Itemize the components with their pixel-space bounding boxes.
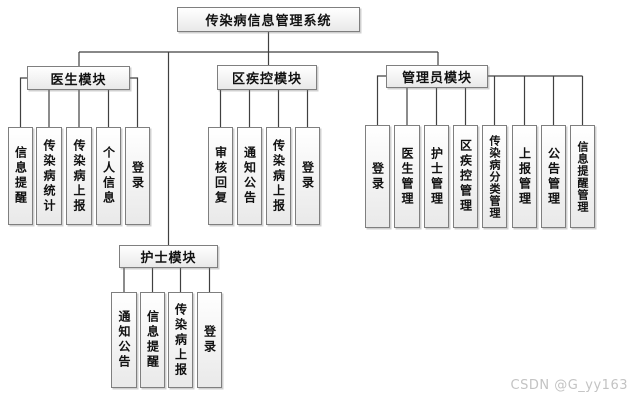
leaf-doctor-personal-info: 个人信息 [96,127,121,225]
root-node-title: 传染病信息管理系统 [177,7,360,32]
leaf-admin-info-reminder-mgmt: 信息提醒管理 [570,125,595,228]
leaf-cdc-notice: 通知公告 [237,127,262,225]
module-doctor: 医生模块 [27,66,130,90]
leaf-admin-cdc-mgmt: 区疾控管理 [453,125,478,228]
leaf-doctor-disease-statistics: 传染病统计 [36,127,62,225]
leaf-admin-login: 登录 [365,125,390,228]
module-admin: 管理员模块 [386,65,488,88]
leaf-nurse-disease-report: 传染病上报 [168,292,193,388]
module-cdc: 区疾控模块 [217,65,317,90]
module-nurse: 护士模块 [119,245,218,268]
leaf-doctor-info-reminder: 信息提醒 [8,127,33,225]
leaf-admin-nurse-mgmt: 护士管理 [424,125,449,228]
leaf-admin-disease-category-mgmt: 传染病分类管理 [482,125,507,228]
leaf-cdc-review-reply: 审核回复 [208,127,233,225]
leaf-cdc-disease-report: 传染病上报 [266,127,291,225]
leaf-admin-report-mgmt: 上报管理 [512,125,537,228]
leaf-admin-doctor-mgmt: 医生管理 [394,125,420,228]
leaf-admin-announcement-mgmt: 公告管理 [541,125,566,228]
csdn-watermark: CSDN @G_yy163 [510,378,628,393]
leaf-doctor-login: 登录 [125,127,150,225]
leaf-doctor-disease-report: 传染病上报 [66,127,92,225]
leaf-cdc-login: 登录 [295,127,320,225]
leaf-nurse-notice: 通知公告 [111,292,137,388]
leaf-nurse-login: 登录 [197,292,222,388]
leaf-nurse-info-reminder: 信息提醒 [140,292,165,388]
